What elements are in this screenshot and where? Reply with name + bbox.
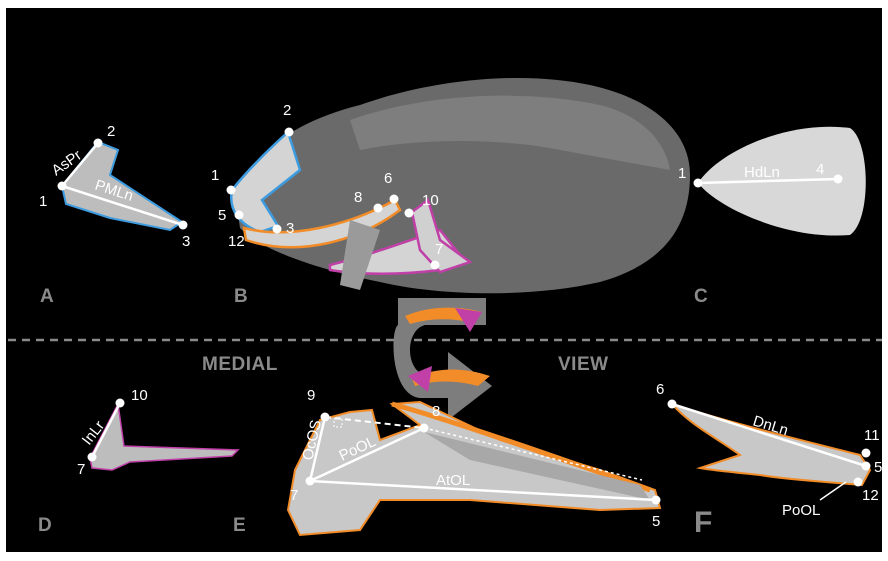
landmark-label: 7 xyxy=(77,461,85,478)
landmark-dot xyxy=(405,209,414,218)
landmark-dot xyxy=(88,453,97,462)
landmark-label: 5 xyxy=(218,207,226,224)
panel-label-f: F xyxy=(694,506,712,539)
landmark-dot xyxy=(227,186,236,195)
landmark-dot xyxy=(374,204,383,213)
landmark-label: 5 xyxy=(652,513,660,530)
landmark-dot xyxy=(431,261,440,270)
landmark-dot xyxy=(306,477,315,486)
landmark-label: 2 xyxy=(107,123,115,140)
landmark-label: 1 xyxy=(678,165,686,182)
landmark-label: 8 xyxy=(354,189,362,206)
landmark-label: 1 xyxy=(211,167,219,184)
landmark-label: 5 xyxy=(874,459,882,476)
hdln-label: HdLn xyxy=(744,164,780,181)
panel-label-a: A xyxy=(40,286,54,307)
landmark-label: 11 xyxy=(864,427,880,444)
landmark-dot xyxy=(94,139,103,148)
landmark-label: 8 xyxy=(432,403,440,420)
landmark-dot xyxy=(235,211,244,220)
landmark-dot xyxy=(854,478,863,487)
view-label-medial: MEDIAL xyxy=(202,354,278,375)
landmark-dot xyxy=(862,449,871,458)
panel-label-c: C xyxy=(694,286,708,307)
landmark-label: 9 xyxy=(307,387,315,404)
landmark-dot xyxy=(652,496,661,505)
landmark-label: 12 xyxy=(862,487,879,504)
landmark-label: 6 xyxy=(656,381,664,398)
landmark-dot xyxy=(321,413,330,422)
landmark-label: 3 xyxy=(182,233,190,250)
landmark-label: 10 xyxy=(422,192,439,209)
landmark-label: 4 xyxy=(816,161,824,178)
landmark-dot xyxy=(694,179,703,188)
landmark-label: 2 xyxy=(283,102,291,119)
view-label-view: VIEW xyxy=(558,354,609,375)
landmark-dot xyxy=(273,225,282,234)
landmark-dot xyxy=(116,399,125,408)
landmark-dot xyxy=(58,182,67,191)
landmark-label: 10 xyxy=(131,387,148,404)
landmark-label: 3 xyxy=(286,220,294,237)
landmark-dot xyxy=(834,175,843,184)
landmark-label: 7 xyxy=(435,241,443,258)
landmark-label: 7 xyxy=(290,487,298,504)
landmark-label: 6 xyxy=(384,170,392,187)
atol-label: AtOL xyxy=(436,472,470,489)
landmark-dot xyxy=(668,400,677,409)
landmark-label: 1 xyxy=(39,193,47,210)
landmark-label: 12 xyxy=(228,233,245,250)
landmark-dot xyxy=(420,424,429,433)
landmark-dot xyxy=(390,195,399,204)
landmark-dot xyxy=(862,462,871,471)
panel-label-b: B xyxy=(234,286,248,307)
panel-label-d: D xyxy=(38,515,52,536)
panel-label-e: E xyxy=(233,515,246,536)
landmark-dot xyxy=(179,221,188,230)
pool-label-f: PoOL xyxy=(782,502,820,519)
landmark-dot xyxy=(285,128,294,137)
